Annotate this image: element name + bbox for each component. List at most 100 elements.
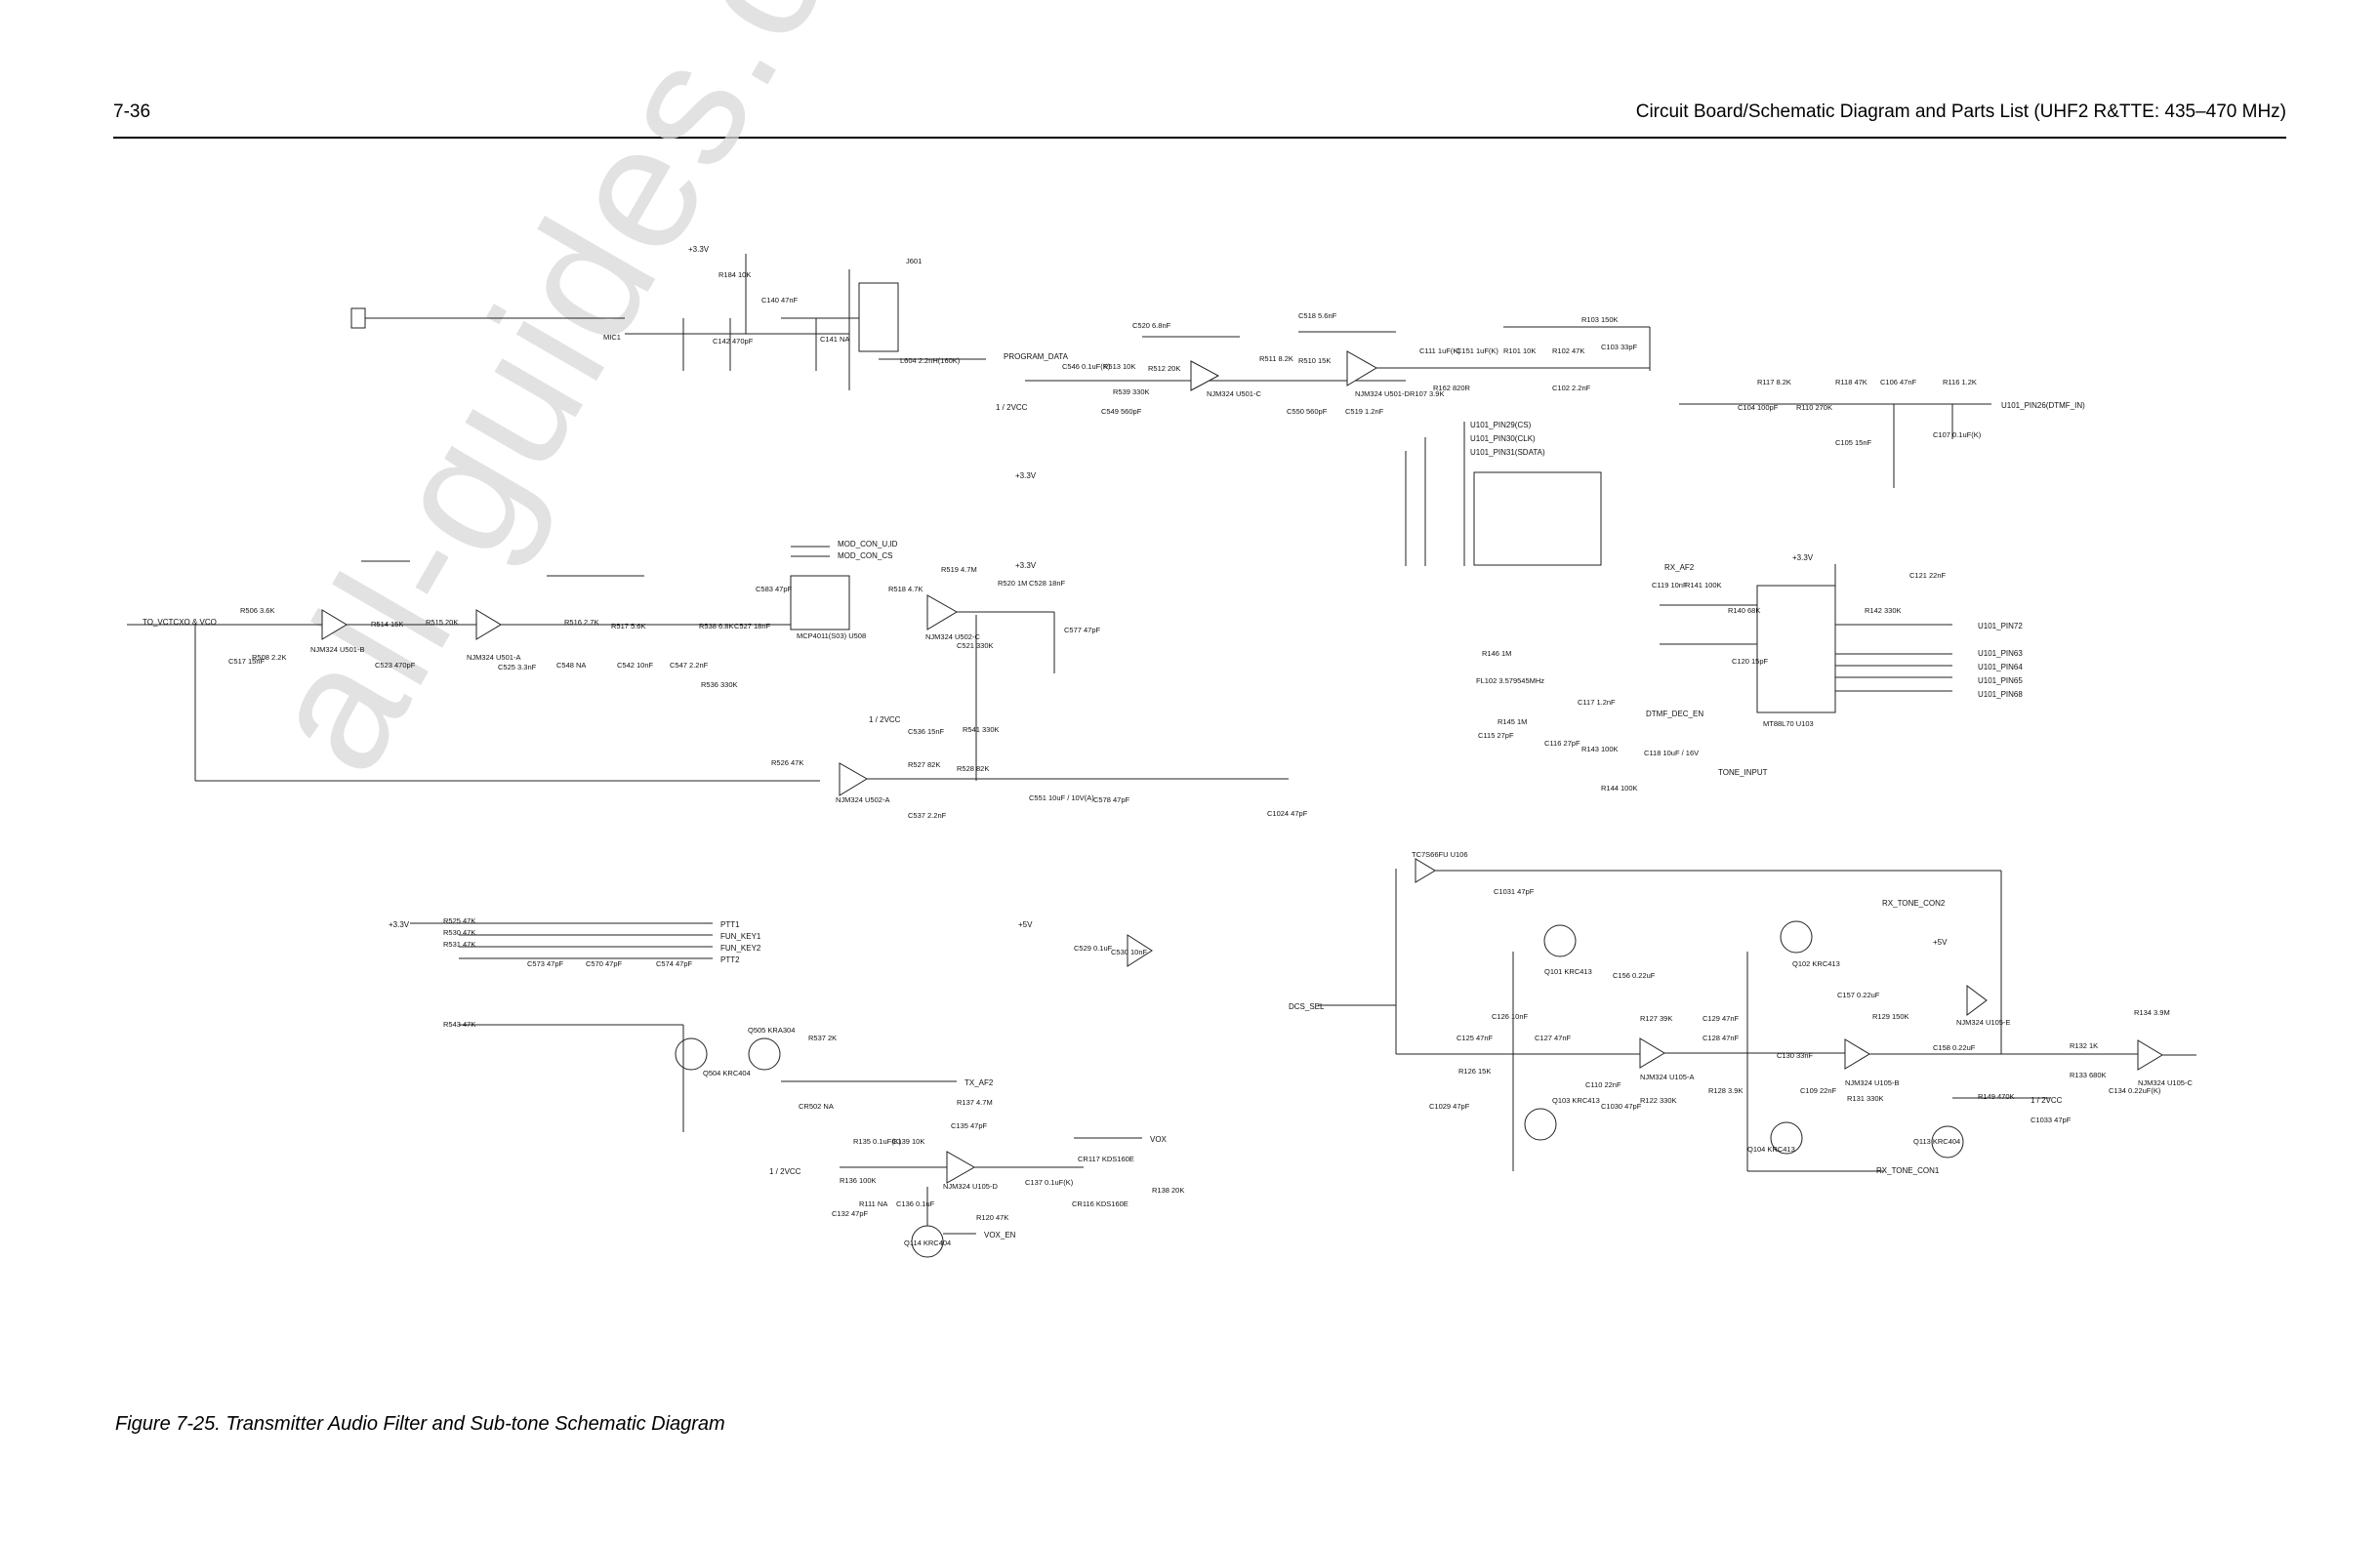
component-label: R127 39K — [1640, 1014, 1672, 1023]
component-label: R531 47K — [443, 940, 475, 949]
net-label: PTT2 — [720, 955, 740, 964]
component-label: C1024 47pF — [1267, 809, 1308, 818]
net-label: U101_PIN64 — [1978, 663, 2023, 671]
component-label: C521 330K — [957, 641, 994, 650]
q113-symbol — [1931, 1125, 1964, 1158]
component-label: R517 5.6K — [611, 622, 645, 630]
figure-caption: Figure 7-25. Transmitter Audio Filter an… — [115, 1413, 725, 1435]
component-label: C570 47pF — [586, 959, 623, 968]
component-label: C574 47pF — [656, 959, 693, 968]
tone-ic-block — [1473, 471, 1602, 566]
component-label: C577 47pF — [1064, 626, 1101, 634]
component-label: C1031 47pF — [1494, 887, 1535, 896]
component-label: C137 0.1uF(K) — [1025, 1178, 1074, 1187]
component-label: C1033 47pF — [2031, 1116, 2072, 1124]
component-label: C158 0.22uF — [1933, 1043, 1976, 1052]
component-label: C523 470pF — [375, 661, 416, 670]
component-label: Q113 KRC404 — [1913, 1137, 1960, 1146]
component-label: C141 NA — [820, 335, 849, 344]
component-label: R527 82K — [908, 760, 940, 769]
mic1-symbol — [350, 307, 366, 329]
component-label: R129 150K — [1872, 1012, 1909, 1021]
net-label: U101_PIN30(CLK) — [1470, 434, 1536, 443]
component-label: C110 22nF — [1585, 1080, 1621, 1089]
component-label: R149 470K — [1978, 1092, 2015, 1101]
component-label: C117 1.2nF — [1578, 698, 1616, 707]
component-label: C142 470pF — [713, 337, 754, 345]
component-label: C527 18nF — [734, 622, 771, 630]
ic-label: NJM324 U502-A — [836, 795, 889, 804]
component-label: C115 27pF — [1478, 731, 1514, 740]
net-label: FUN_KEY2 — [720, 944, 761, 953]
component-label: R515 20K — [426, 618, 458, 627]
component-label: C530 10nF — [1111, 948, 1148, 956]
component-label: C136 0.1uF — [896, 1199, 935, 1208]
component-label: C542 10nF — [617, 661, 654, 670]
component-label: R131 330K — [1847, 1094, 1884, 1103]
net-label-group: +3.3V +3.3V +3.3V +3.3V +3.3V +5V +5V 1 … — [143, 245, 2085, 1239]
component-label: C104 100pF — [1738, 403, 1779, 412]
component-label: C111 1uF(K) — [1419, 346, 1460, 355]
component-label: C525 3.3nF — [498, 663, 537, 671]
q505-symbol — [748, 1037, 781, 1071]
net-label: PTT1 — [720, 920, 740, 929]
net-label: U101_PIN26(DTMF_IN) — [2001, 401, 2085, 410]
net-label: +3.3V — [1792, 553, 1814, 562]
component-label: C1029 47pF — [1429, 1102, 1470, 1111]
component-label: C546 0.1uF(K) — [1062, 362, 1111, 371]
net-label: TO_VCTCXO & VCO — [143, 618, 217, 627]
net-label: 1 / 2VCC — [2031, 1096, 2063, 1105]
component-label: C129 47nF — [1703, 1014, 1740, 1023]
component-label: CR502 NA — [799, 1102, 834, 1111]
component-label: R520 1M — [998, 579, 1027, 588]
component-label: C120 15pF — [1732, 657, 1769, 666]
net-label: U101_PIN29(CS) — [1470, 421, 1532, 429]
ic-label: MCP4011(S03) U508 — [797, 631, 866, 640]
component-label: R162 820R — [1433, 384, 1471, 392]
net-label: U101_PIN31(SDATA) — [1470, 448, 1545, 457]
component-label: Q103 KRC413 — [1552, 1096, 1600, 1105]
component-label: R111 NA — [859, 1199, 887, 1208]
net-label: U101_PIN72 — [1978, 622, 2023, 630]
ic-label: NJM324 U502-C — [925, 632, 980, 641]
component-label: C134 0.22uF(K) — [2109, 1086, 2161, 1095]
component-label: R525 47K — [443, 916, 475, 925]
component-label: C578 47pF — [1093, 795, 1130, 804]
component-label: R538 6.8K — [699, 622, 733, 630]
component-label: R107 3.9K — [1410, 389, 1444, 398]
component-label: R514 15K — [371, 620, 403, 629]
q103-symbol — [1524, 1108, 1557, 1141]
ic-label: MT88L70 U103 — [1763, 719, 1814, 728]
component-label: R144 100K — [1601, 784, 1638, 792]
component-label: R117 8.2K — [1757, 378, 1791, 386]
component-label: R543 47K — [443, 1020, 475, 1029]
net-label: RX_TONE_CON1 — [1876, 1166, 1940, 1175]
tx-audio-filter — [127, 546, 1289, 796]
component-label: FL102 3.579545MHz — [1476, 676, 1544, 685]
component-label: R141 100K — [1685, 581, 1722, 589]
net-label: U101_PIN68 — [1978, 690, 2023, 699]
component-label: R102 47K — [1552, 346, 1584, 355]
ic-label: NJM324 U501-C — [1207, 389, 1261, 398]
component-label: R530 47K — [443, 928, 475, 937]
component-label: C536 15nF — [908, 727, 945, 736]
component-label: CR117 KDS160E — [1078, 1155, 1134, 1163]
component-label: C106 47nF — [1880, 378, 1917, 386]
component-label: C518 5.6nF — [1298, 311, 1337, 320]
component-label: R137 4.7M — [957, 1098, 993, 1107]
net-label: U101_PIN63 — [1978, 649, 2023, 658]
ic-label: NJM324 U105-A — [1640, 1073, 1694, 1081]
component-label: R528 82K — [957, 764, 989, 773]
component-label: C132 47pF — [832, 1209, 869, 1218]
component-label: R101 10K — [1503, 346, 1536, 355]
component-label: R519 4.7M — [941, 565, 977, 574]
component-label: R138 20K — [1152, 1186, 1184, 1195]
ic-label: NJM324 U105-B — [1845, 1078, 1899, 1087]
component-label: C517 15nF — [228, 657, 266, 666]
component-label: C549 560pF — [1101, 407, 1142, 416]
component-label: C151 1uF(K) — [1457, 346, 1498, 355]
component-label: MIC1 — [603, 333, 621, 342]
component-label: R136 100K — [840, 1176, 877, 1185]
q102-symbol — [1780, 920, 1813, 954]
